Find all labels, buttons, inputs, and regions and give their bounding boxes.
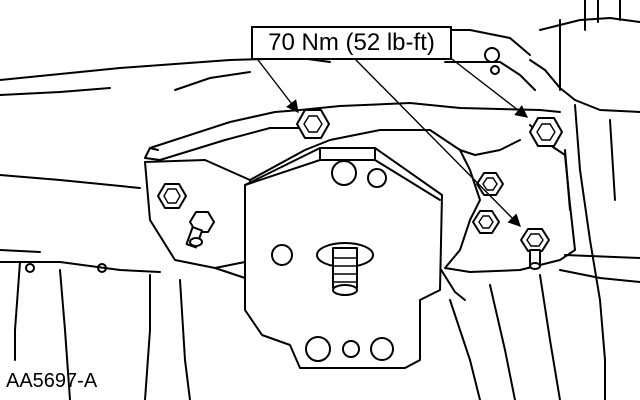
figure-id-label: AA5697-A xyxy=(6,370,98,392)
hex-bolt-icon xyxy=(476,172,504,196)
hex-bolt-icon xyxy=(472,210,500,234)
threaded-stud-icon xyxy=(185,211,215,249)
hex-bolt-icon xyxy=(296,109,330,139)
bracket-strap xyxy=(144,102,561,161)
torque-spec-label: 70 Nm (52 lb-ft) xyxy=(268,29,435,56)
threaded-stud-icon xyxy=(520,228,550,270)
hex-bolt-icon xyxy=(157,183,187,209)
hex-bolt-icon xyxy=(529,117,563,147)
torque-callout: 70 Nm (52 lb-ft) xyxy=(251,26,452,60)
callout-leader-lines xyxy=(254,55,528,227)
threaded-stud-icon xyxy=(316,242,374,296)
